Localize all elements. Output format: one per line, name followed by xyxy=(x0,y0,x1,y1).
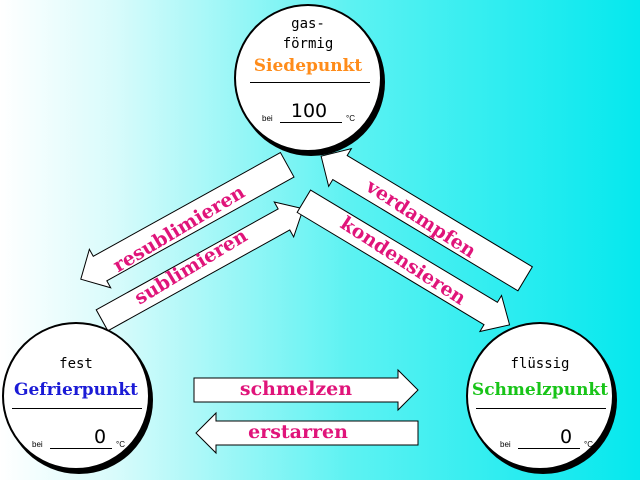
divider xyxy=(250,82,370,83)
unit-label: °C xyxy=(116,440,125,449)
temperature-line xyxy=(280,122,342,123)
temperature-line xyxy=(50,448,112,449)
arrow-schmelzen xyxy=(193,368,419,412)
state-liquid: flüssig Schmelzpunkt bei 0 °C xyxy=(466,322,614,470)
arrow-erstarren xyxy=(195,411,419,455)
state-gas-name-line1: gas- xyxy=(291,16,325,32)
divider xyxy=(12,408,142,409)
arrow-kondensieren xyxy=(296,189,511,333)
melting-point-label: Schmelzpunkt xyxy=(471,380,609,400)
label-schmelzen: schmelzen xyxy=(239,378,353,400)
bei-label: bei xyxy=(32,440,43,449)
bei-label: bei xyxy=(262,114,273,123)
freezing-temperature: 0 xyxy=(93,426,107,448)
bei-label: bei xyxy=(500,440,511,449)
state-gas: gas- förmig Siedepunkt bei 100 °C xyxy=(234,4,382,152)
unit-label: °C xyxy=(584,440,593,449)
arrow-sublimieren xyxy=(95,201,304,332)
melting-temperature: 0 xyxy=(559,426,573,448)
freezing-point-label: Gefrierpunkt xyxy=(13,380,139,400)
arrow-verdampfen xyxy=(320,147,534,292)
temperature-line xyxy=(518,448,580,449)
state-solid-name: fest xyxy=(59,356,93,372)
divider xyxy=(476,408,606,409)
state-solid: fest Gefrierpunkt bei 0 °C xyxy=(2,322,150,470)
label-erstarren: erstarren xyxy=(248,421,348,443)
boiling-temperature: 100 xyxy=(290,100,328,122)
state-liquid-name: flüssig xyxy=(510,356,570,372)
unit-label: °C xyxy=(346,114,355,123)
state-gas-name-line2: förmig xyxy=(282,36,334,52)
arrow-resublimieren xyxy=(80,151,295,289)
boiling-point-label: Siedepunkt xyxy=(253,56,363,76)
